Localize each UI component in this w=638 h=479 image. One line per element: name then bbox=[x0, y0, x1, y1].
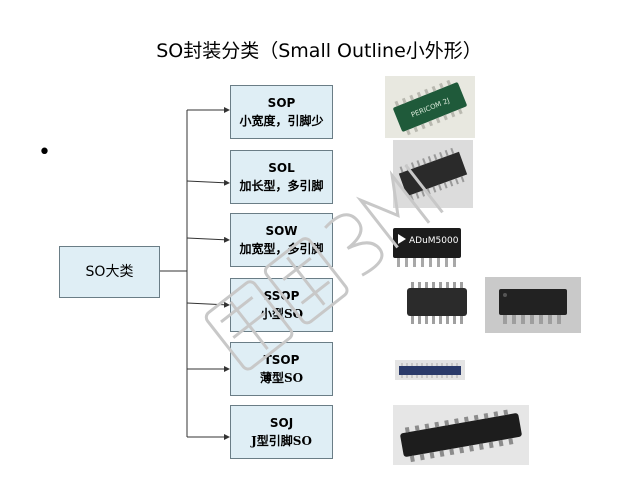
root-box: SO大类 bbox=[59, 246, 160, 298]
root-label: SO大类 bbox=[85, 264, 134, 280]
category-code: SOP bbox=[267, 96, 296, 110]
category-box-tsop: TSOP 薄型SO bbox=[230, 342, 333, 396]
category-box-sop: SOP 小宽度，引脚少 bbox=[230, 85, 333, 139]
category-code: TSOP bbox=[263, 353, 300, 367]
tsop-chip-image bbox=[395, 360, 465, 380]
bullet-marker: • bbox=[38, 140, 51, 165]
sol-chip-image bbox=[393, 140, 473, 208]
sow-chip-image: ADuM5000 bbox=[393, 228, 461, 267]
category-desc: 加宽型，多引脚 bbox=[239, 242, 324, 256]
category-box-sow: SOW 加宽型，多引脚 bbox=[230, 213, 333, 267]
soj-chip-image bbox=[393, 405, 529, 465]
ssop-chip-image-2 bbox=[485, 277, 581, 333]
category-code: SOW bbox=[265, 224, 298, 238]
category-box-soj: SOJ J型引脚SO bbox=[230, 405, 333, 459]
branch-sow bbox=[186, 236, 230, 243]
category-box-sol: SOL 加长型，多引脚 bbox=[230, 150, 333, 204]
category-desc: 薄型SO bbox=[259, 371, 304, 385]
category-desc: 小宽度，引脚少 bbox=[239, 114, 324, 128]
category-code: SSOP bbox=[263, 289, 300, 303]
category-code: SOJ bbox=[269, 416, 294, 430]
category-code: SOL bbox=[268, 161, 295, 175]
branch-ssop bbox=[186, 301, 230, 308]
category-desc: J型引脚SO bbox=[251, 434, 312, 448]
category-box-ssop: SSOP 小型SO bbox=[230, 278, 333, 332]
sop-chip-image: PERICOM 2J bbox=[385, 76, 475, 138]
sow-chip-marking: ADuM5000 bbox=[409, 236, 459, 246]
ssop-chip-image-1 bbox=[407, 282, 467, 324]
category-desc: 加长型，多引脚 bbox=[239, 179, 324, 193]
page-title: SO封装分类（Small Outline小外形） bbox=[156, 40, 482, 62]
category-desc: 小型SO bbox=[259, 307, 304, 321]
branch-sol bbox=[186, 179, 230, 186]
